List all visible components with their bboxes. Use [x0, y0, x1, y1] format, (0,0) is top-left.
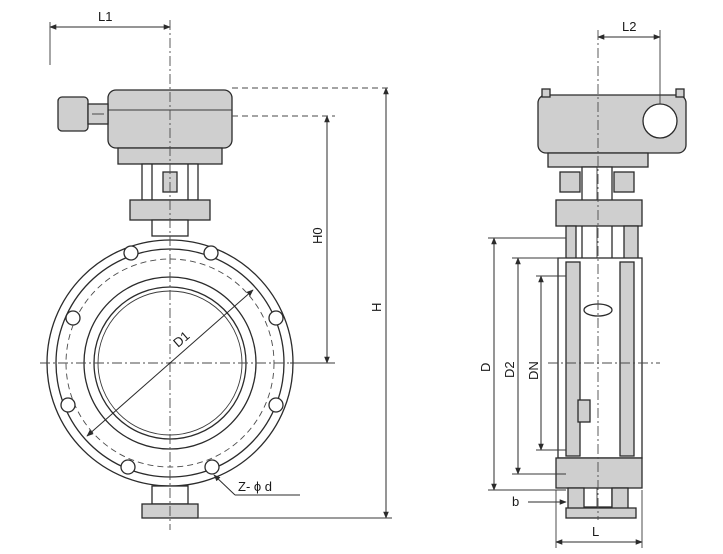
bolt-holes — [60, 245, 284, 475]
l-label: L — [592, 524, 599, 539]
bolt-hole-leader — [213, 474, 236, 496]
b-label: b — [512, 494, 519, 509]
h0-label: H0 — [310, 227, 325, 244]
dn-label: DN — [526, 361, 541, 380]
d1-dimension-line — [86, 289, 254, 437]
front-view: D1 Z- ϕ d L1 H0 H — [40, 9, 392, 530]
input-shaft-circle — [642, 103, 678, 139]
side-actuator — [537, 88, 687, 168]
z-phi-d-label: Z- ϕ d — [238, 479, 272, 494]
handwheel — [57, 96, 89, 132]
side-body — [555, 257, 643, 519]
actuator-box — [57, 89, 233, 165]
h-label: H — [369, 303, 384, 312]
side-view: L2 D D2 DN b L — [478, 19, 687, 548]
l2-label: L2 — [622, 19, 636, 34]
d-label: D — [478, 363, 493, 372]
d2-label: D2 — [502, 361, 517, 378]
l1-label: L1 — [98, 9, 112, 24]
